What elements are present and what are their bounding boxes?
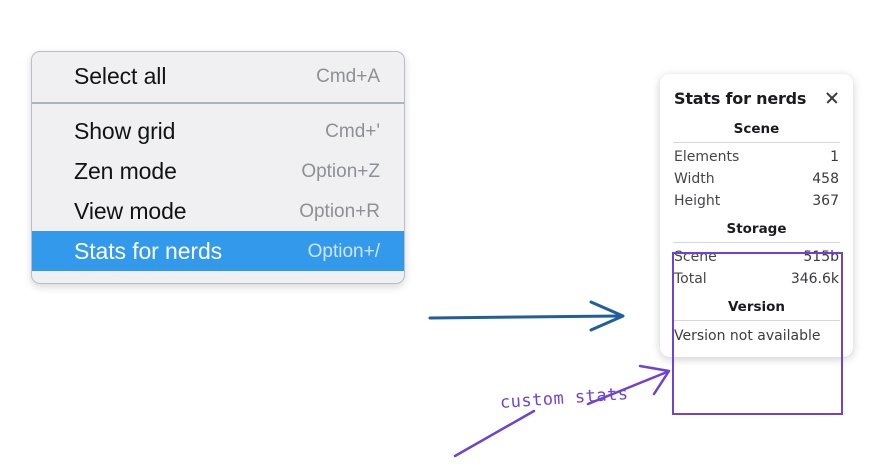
panel-title: Stats for nerds xyxy=(674,88,807,108)
stats-panel-titlebar: Stats for nerds xyxy=(660,84,853,112)
stat-value: 458 xyxy=(812,171,839,187)
context-menu[interactable]: Select all Cmd+A Show grid Cmd+' Zen mod… xyxy=(31,51,405,284)
blue-arrow-icon xyxy=(428,300,625,332)
stats-panel-body: Scene Elements 1 Width 458 Height 367 St… xyxy=(660,112,853,345)
stat-row-width: Width 458 xyxy=(673,168,840,190)
menu-item-shortcut: Option+/ xyxy=(307,240,380,262)
stat-value: 346.6k xyxy=(790,271,839,287)
section-header-storage: Storage xyxy=(726,221,787,237)
stat-row-storage-total: Total 346.6k xyxy=(673,268,840,290)
stat-row-storage-scene: Scene 515b xyxy=(673,246,840,268)
menu-item-show-grid[interactable]: Show grid Cmd+' xyxy=(32,111,404,151)
menu-item-shortcut: Option+Z xyxy=(301,160,380,182)
stat-key: Scene xyxy=(674,249,717,265)
menu-item-shortcut: Cmd+' xyxy=(325,120,380,142)
menu-item-stats-for-nerds[interactable]: Stats for nerds Option+/ xyxy=(32,231,404,271)
stat-value: 515b xyxy=(803,249,839,265)
stat-value: 1 xyxy=(830,149,839,165)
stat-row-elements: Elements 1 xyxy=(673,146,840,168)
menu-item-label: Select all xyxy=(74,62,167,89)
section-header-version: Version xyxy=(727,299,786,315)
version-note: Version not available xyxy=(674,328,821,344)
menu-item-select-all[interactable]: Select all Cmd+A xyxy=(32,56,404,96)
stat-key: Height xyxy=(674,193,721,209)
menu-item-view-mode[interactable]: View mode Option+R xyxy=(32,191,404,231)
menu-item-label: Zen mode xyxy=(74,157,177,184)
menu-divider xyxy=(32,102,404,104)
close-icon[interactable] xyxy=(824,90,840,106)
section-header-scene: Scene xyxy=(733,121,780,137)
stat-value: 367 xyxy=(812,193,839,209)
menu-group-2: Show grid Cmd+' Zen mode Option+Z View m… xyxy=(32,111,404,271)
menu-item-label: Stats for nerds xyxy=(74,237,223,264)
section-rule xyxy=(673,320,840,321)
menu-group-1: Select all Cmd+A xyxy=(32,56,404,96)
stat-key: Elements xyxy=(674,149,740,165)
section-rule xyxy=(673,142,840,143)
stats-for-nerds-panel: Stats for nerds Scene Elements 1 Width 4… xyxy=(660,74,853,357)
menu-item-shortcut: Cmd+A xyxy=(316,65,380,87)
stat-key: Total xyxy=(674,271,707,287)
purple-underline-stroke xyxy=(453,409,536,458)
menu-item-shortcut: Option+R xyxy=(299,200,380,222)
stat-row-height: Height 367 xyxy=(673,190,840,212)
section-rule xyxy=(673,242,840,243)
stat-key: Width xyxy=(674,171,715,187)
menu-item-zen-mode[interactable]: Zen mode Option+Z xyxy=(32,151,404,191)
purple-arrow-icon xyxy=(586,364,671,406)
menu-item-label: Show grid xyxy=(74,117,176,144)
menu-item-label: View mode xyxy=(74,197,187,224)
custom-stats-annotation: custom stats xyxy=(499,384,630,413)
